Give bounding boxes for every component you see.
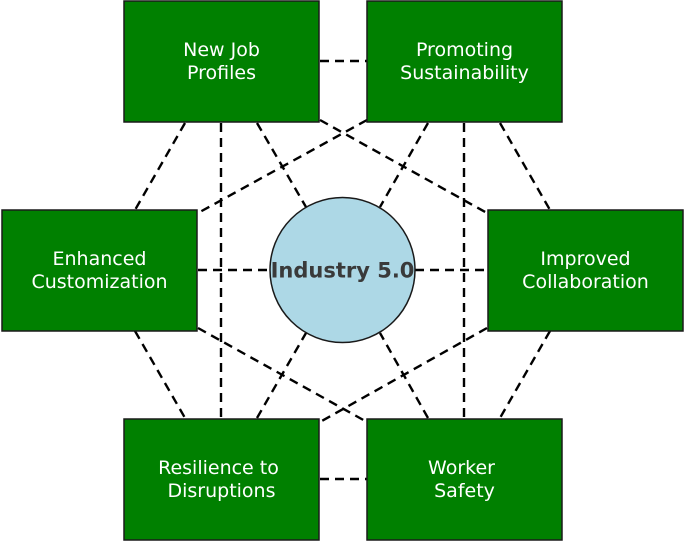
node-label-line-1: New Job [183, 39, 260, 61]
line-customization-resilience [133, 330, 187, 419]
node-label-line-2: Disruptions [167, 480, 275, 502]
node-label-line-2: Safety [434, 480, 495, 502]
spoke-safety [378, 332, 430, 419]
node-label-line-2: Sustainability [400, 62, 529, 84]
line-collaboration-safety [498, 330, 552, 419]
node-label-line-1: Resilience to [158, 457, 279, 479]
spoke-newjob [255, 122, 308, 208]
node-enhanced-customization: Enhanced Customization [1, 209, 198, 332]
spoke-resilience [255, 332, 308, 419]
node-label-line-2: Profiles [187, 62, 256, 84]
node-label-line-1: Enhanced [53, 248, 147, 270]
node-improved-collaboration: Improved Collaboration [487, 209, 684, 332]
connector-lines [133, 59, 552, 481]
node-resilience-to-disruptions: Resilience to Disruptions [123, 418, 320, 541]
node-label-line-2: Customization [31, 271, 167, 293]
line-newjob-customization [133, 122, 187, 211]
spoke-sustainability [378, 122, 430, 208]
node-label-line-1: Worker [428, 457, 495, 479]
center-label: Industry 5.0 [271, 259, 415, 283]
node-promoting-sustainability: Promoting Sustainability [366, 0, 563, 123]
line-sustainability-collaboration [498, 122, 552, 211]
node-new-job-profiles: New Job Profiles [123, 0, 320, 123]
node-label-line-2: Collaboration [522, 271, 649, 293]
node-worker-safety: Worker Safety [366, 418, 563, 541]
center-node: Industry 5.0 [269, 196, 416, 344]
node-label-line-1: Improved [540, 248, 630, 270]
center-circle [269, 196, 416, 344]
node-label-line-1: Promoting [416, 39, 513, 61]
